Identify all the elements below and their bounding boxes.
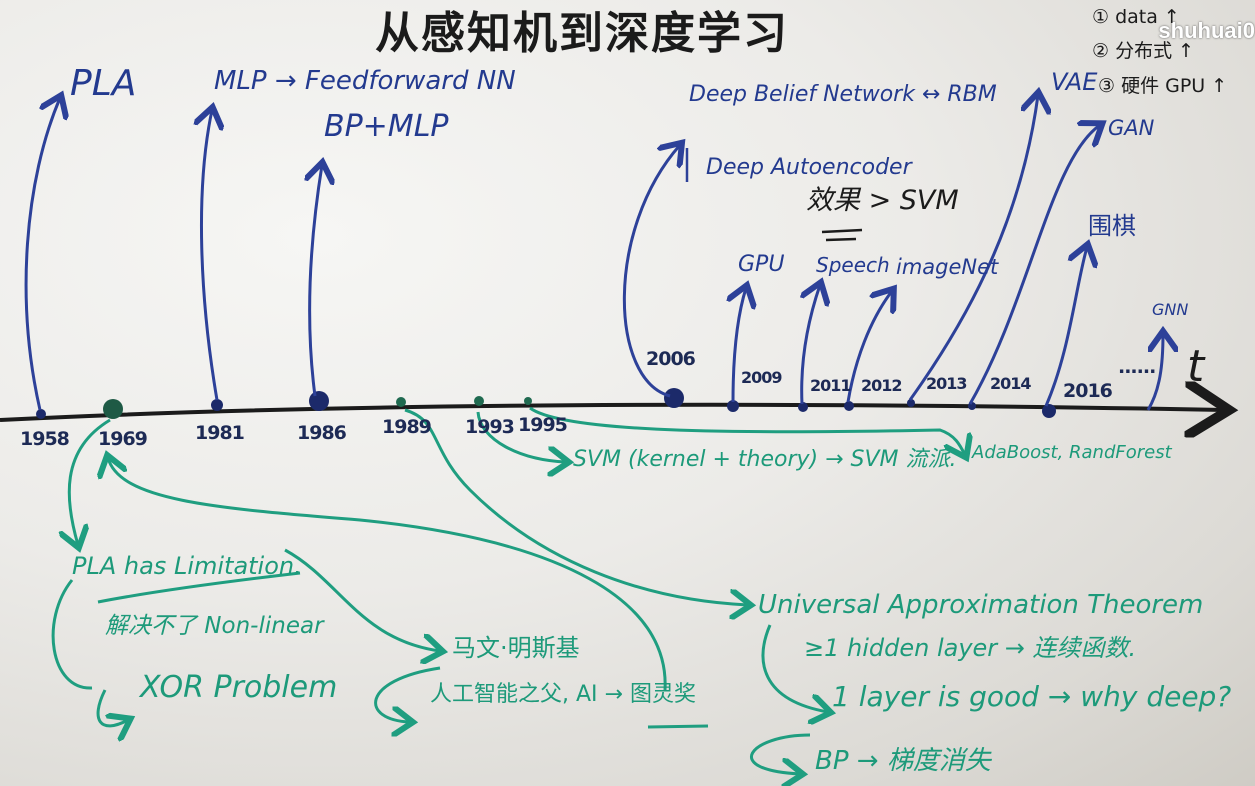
year-1989: 1989 [382,416,432,438]
timeline-dots [36,388,1056,419]
note-one-layer: 1 layer is good → why deep? [832,680,1232,713]
year-1993: 1993 [465,416,515,438]
arrow-1969-pla-limit [69,418,111,545]
note-minsky: 马文·明斯基 [452,634,580,662]
event-pla: PLA [70,63,137,104]
dot-1958 [36,409,46,419]
arrow-imagenet [846,291,892,403]
dot-1969 [103,399,123,419]
note-nonlinear: 解决不了 Non-linear [105,613,324,639]
year-2009: 2009 [741,368,783,387]
event-imagenet: imageNet [896,255,999,279]
note-hardware: ③ 硬件 GPU ↑ [1098,75,1228,97]
event-effect-svm: 效果 > SVM [806,185,959,216]
year-1981: 1981 [195,422,245,444]
year-1969: 1969 [98,428,148,450]
timeline-axis [0,405,1225,420]
dot-2006 [664,388,684,408]
dot-1993 [474,396,484,406]
dot-1995 [524,397,532,405]
year-2006: 2006 [646,348,696,370]
curve-turing-1969 [108,458,667,691]
arrow-gnn [1146,334,1163,411]
year-2016: 2016 [1063,380,1113,402]
arrow-gpu [733,288,746,403]
arrow-1995-ada [529,406,965,455]
underline-limit [97,571,301,604]
year-1986: 1986 [297,422,347,444]
event-bp-mlp: BP+MLP [324,109,449,144]
arrow-bp [310,165,322,397]
effect-underline [821,228,863,242]
arrow-xor [96,689,128,726]
curve-layer-bp [750,733,811,774]
arrow-minsky-ai [374,666,441,722]
year-2014: 2014 [990,374,1032,393]
event-gpu: GPU [738,252,785,277]
event-gnn: GNN [1152,300,1189,319]
year-2012: 2012 [861,376,903,395]
note-ai-turing: 人工智能之父, AI → 图灵奖 [430,682,696,707]
note-distributed: ② 分布式 ↑ [1092,40,1195,62]
note-uat: Universal Approximation Theorem [758,590,1204,620]
underline-turing [647,724,709,729]
time-axis-label: t [1187,341,1205,392]
year-2011: 2011 [810,376,852,395]
dot-2011 [798,402,808,412]
event-dbn: Deep Belief Network ↔ RBM [689,82,997,107]
curve-limit-nonlinear [51,579,93,690]
event-gan: GAN [1108,116,1155,140]
arrow-1989-uat [404,408,748,605]
note-svm: SVM (kernel + theory) → SVM 流派. [573,447,957,472]
year-ellipsis: ...... [1118,356,1156,378]
note-bp-vanishing: BP → 梯度消失 [815,746,991,776]
event-go: 围棋 [1088,212,1136,240]
note-data: ① data ↑ [1092,6,1180,28]
note-pla-limitation: PLA has Limitation. [72,552,302,580]
arrow-speech [802,285,820,405]
event-mlp: MLP → Feedforward NN [214,66,516,96]
arrow-mlp [201,110,217,401]
event-deep-autoencoder: Deep Autoencoder [706,155,912,180]
dot-2013 [907,399,915,407]
dot-1986 [309,391,329,411]
dot-2012 [844,401,854,411]
watermark: shuhuai0 [1158,18,1255,43]
arrow-gan [968,125,1100,405]
year-1995: 1995 [518,414,568,436]
arrow-1993-svm [476,411,566,462]
note-adaboost: AdaBoost, RandForest [972,442,1172,463]
dot-2009 [727,400,739,412]
curve-uat-layer [761,624,828,712]
note-hidden-layer: ≥1 hidden layer → 连续函数. [804,634,1137,662]
year-1958: 1958 [20,428,70,450]
page-title: 从感知机到深度学习 [375,8,789,59]
event-speech: Speech [816,253,890,277]
arrow-go [1044,247,1087,407]
dot-1981 [211,399,223,411]
arrow-limit-minsky [284,548,440,651]
event-vae: VAE [1051,68,1098,96]
dot-1989 [396,397,406,407]
dot-2016 [1042,404,1056,418]
year-2013: 2013 [926,374,968,393]
note-xor: XOR Problem [140,670,338,705]
arrow-vae [908,95,1038,401]
arrow-pla [24,98,60,411]
arrow-dbn [622,145,680,398]
